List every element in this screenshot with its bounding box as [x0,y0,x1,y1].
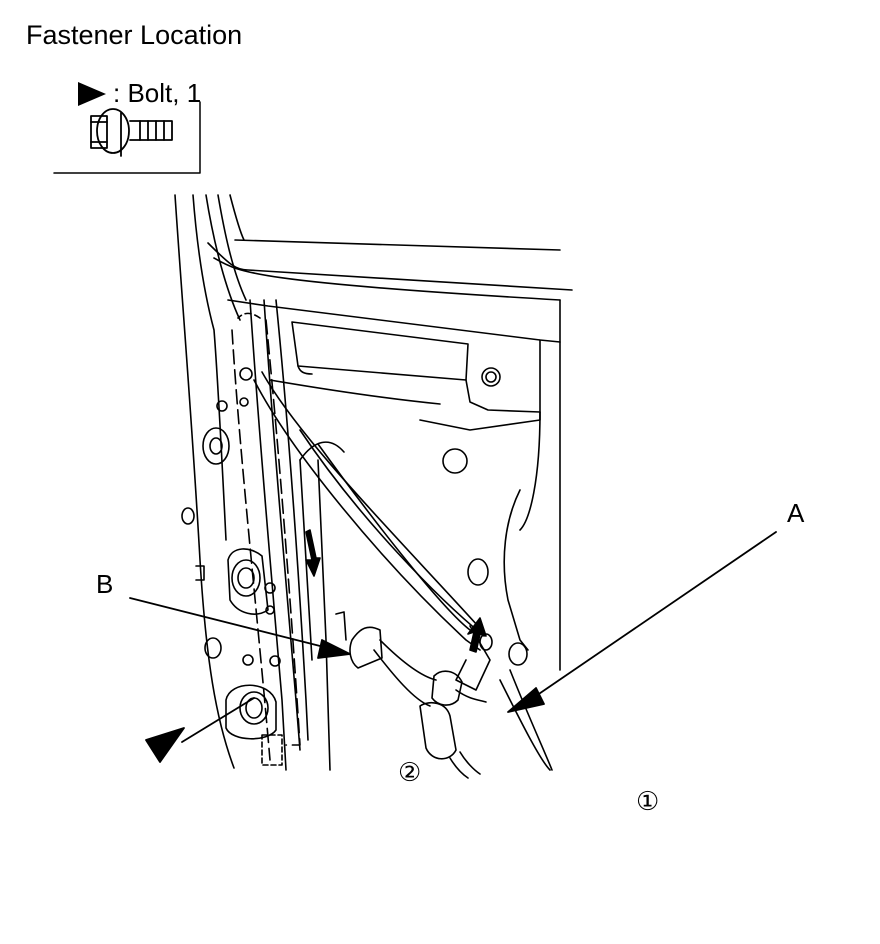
callout-label-b: B [96,569,114,599]
leader-line-b [129,597,329,649]
motion-arrows [305,529,487,653]
triangle-marker-icon [78,82,106,106]
arrowhead-a [507,687,545,713]
step-number-1: ① [636,787,660,817]
legend-bolt-label: : Bolt, 1 [113,78,202,108]
bolt-icon [90,108,173,157]
leader-line-a [529,531,777,701]
step-number-2: ② [398,758,422,788]
door-frame [174,194,573,779]
page-title: Fastener Location [26,20,243,50]
bolt-leader-line [181,697,255,743]
legend-box [53,82,201,174]
arrowhead-b [317,639,351,659]
leader-lines [129,531,777,763]
bolt-marker-triangle-icon [145,727,185,763]
callout-label-a: A [787,498,805,528]
